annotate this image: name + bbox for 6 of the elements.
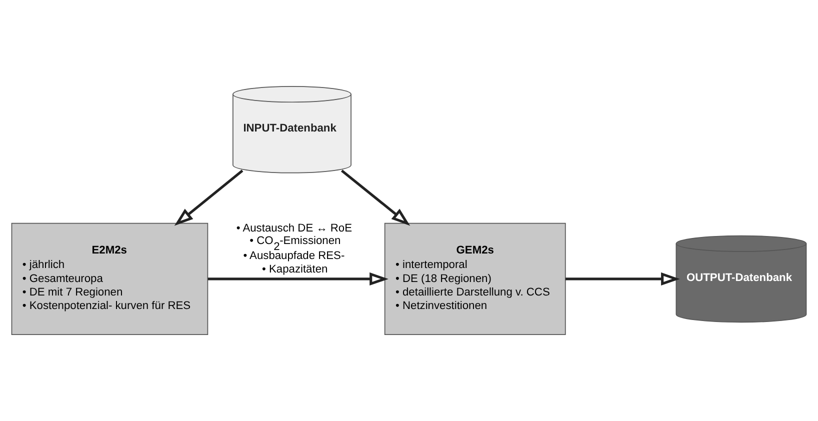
arrow xyxy=(340,170,410,226)
arrow xyxy=(174,170,244,226)
node-box: GEM2s • intertemporal • DE (18 Regionen) • detaillierte Darstellung v. CCS • Netzinvestitionen xyxy=(384,222,566,335)
arrow xyxy=(566,272,680,286)
arrow xyxy=(208,272,388,286)
node-box: E2M2s • jährlich • Gesamteuropa • DE mit 7 Regionen • Kostenpotenzial- kurven für RES xyxy=(11,222,208,335)
